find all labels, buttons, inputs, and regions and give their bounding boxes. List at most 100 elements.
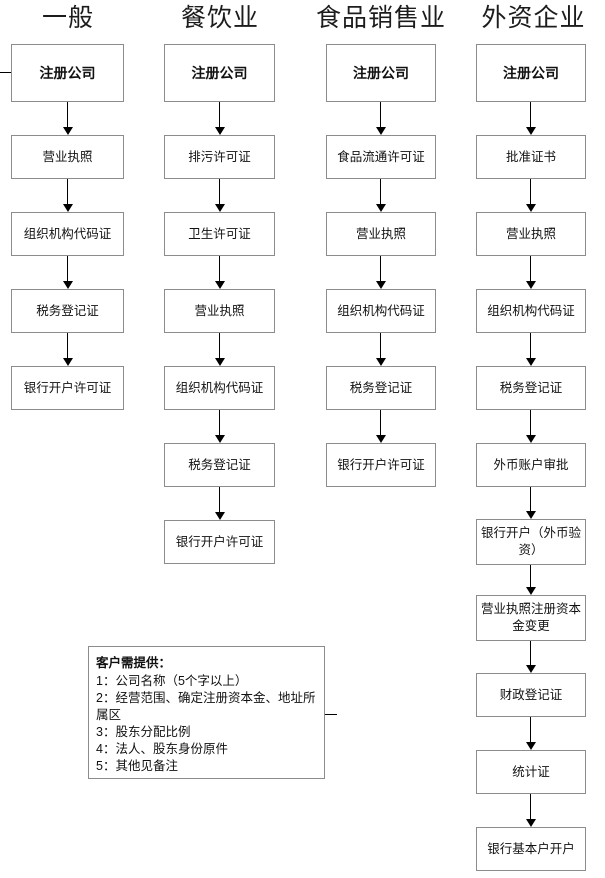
connector-c3-3: [380, 256, 381, 281]
arrowhead-c4-9: [526, 742, 536, 750]
node-c2-s7[interactable]: 银行开户许可证: [164, 520, 275, 564]
arrowhead-c2-3: [215, 281, 225, 289]
arrowhead-c2-4: [215, 358, 225, 366]
node-c4-s1[interactable]: 注册公司: [476, 44, 586, 102]
arrowhead-c4-7: [526, 587, 536, 595]
arrowhead-c2-2: [215, 204, 225, 212]
node-label: 卫生许可证: [188, 226, 251, 241]
connector-c4-10: [530, 794, 531, 819]
node-label: 注册公司: [39, 64, 96, 81]
node-label: 组织机构代码证: [487, 303, 575, 318]
node-c4-s8[interactable]: 营业执照注册资本金变更: [476, 595, 586, 641]
arrowhead-c4-1: [526, 127, 536, 135]
node-label: 注册公司: [503, 64, 559, 81]
node-c4-s2[interactable]: 批准证书: [476, 135, 586, 179]
connector-c3-2: [380, 179, 381, 204]
connector-c1-4: [67, 333, 68, 358]
connector-c4-1: [530, 102, 531, 127]
node-c2-s2[interactable]: 排污许可证: [164, 135, 275, 179]
node-label: 外币账户审批: [493, 457, 569, 472]
node-label: 批准证书: [505, 149, 556, 164]
node-label: 银行开户（外币验资）: [480, 526, 581, 557]
arrowhead-c4-3: [526, 281, 536, 289]
connector-c3-4: [380, 333, 381, 358]
node-c3-s1[interactable]: 注册公司: [326, 44, 436, 102]
connector-c2-5: [219, 410, 220, 435]
arrowhead-c1-2: [63, 204, 73, 212]
arrowhead-c4-6: [526, 511, 536, 519]
node-label: 税务登记证: [499, 380, 563, 395]
connector-c4-3: [530, 256, 531, 281]
connector-c4-5: [530, 410, 531, 435]
arrowhead-c1-1: [63, 127, 73, 135]
node-c1-s5[interactable]: 银行开户许可证: [11, 366, 124, 410]
arrowhead-c1-3: [63, 281, 73, 289]
column-header-food-sales: 食品销售业: [315, 5, 446, 32]
node-label: 排污许可证: [188, 149, 251, 164]
node-c2-s4[interactable]: 营业执照: [164, 289, 275, 333]
node-c2-s1[interactable]: 注册公司: [164, 44, 275, 102]
node-label: 组织机构代码证: [337, 303, 425, 318]
node-c3-s2[interactable]: 食品流通许可证: [326, 135, 436, 179]
node-c4-s4[interactable]: 组织机构代码证: [476, 289, 586, 333]
arrowhead-c3-5: [376, 435, 386, 443]
node-label: 税务登记证: [349, 380, 413, 395]
connector-c1-2: [67, 179, 68, 204]
node-label: 财政登记证: [499, 687, 563, 702]
connector-c2-1: [219, 102, 220, 127]
arrowhead-c3-1: [376, 127, 386, 135]
arrowhead-c4-5: [526, 435, 536, 443]
node-c4-s7[interactable]: 银行开户（外币验资）: [476, 519, 586, 565]
node-label: 食品流通许可证: [337, 149, 425, 164]
node-label: 营业执照: [505, 226, 556, 241]
node-label: 注册公司: [191, 64, 248, 81]
connector-c2-2: [219, 179, 220, 204]
node-c2-s3[interactable]: 卫生许可证: [164, 212, 275, 256]
arrowhead-c3-3: [376, 281, 386, 289]
node-label: 银行开户许可证: [175, 534, 264, 549]
node-c1-s1[interactable]: 注册公司: [11, 44, 124, 102]
node-label: 营业执照: [355, 226, 406, 241]
node-label: 组织机构代码证: [175, 380, 264, 395]
node-c2-s5[interactable]: 组织机构代码证: [164, 366, 275, 410]
node-label: 营业执照: [194, 303, 245, 318]
node-c4-s3[interactable]: 营业执照: [476, 212, 586, 256]
arrowhead-c4-4: [526, 358, 536, 366]
arrowhead-c2-6: [215, 512, 225, 520]
node-c3-s3[interactable]: 营业执照: [326, 212, 436, 256]
column-header-general: 一般: [41, 5, 94, 32]
node-c4-s5[interactable]: 税务登记证: [476, 366, 586, 410]
node-label: 银行开户许可证: [23, 380, 112, 395]
node-label: 统计证: [512, 764, 550, 779]
node-label: 税务登记证: [36, 303, 99, 318]
arrowhead-c3-2: [376, 204, 386, 212]
note-line-1: 1：公司名称（5个字以上）: [96, 674, 248, 688]
entry-stub-column-1: [0, 72, 12, 73]
node-c4-s9[interactable]: 财政登记证: [476, 673, 586, 717]
connector-c2-3: [219, 256, 220, 281]
arrowhead-c2-5: [215, 435, 225, 443]
node-c4-s6[interactable]: 外币账户审批: [476, 443, 586, 487]
node-c3-s5[interactable]: 税务登记证: [326, 366, 436, 410]
column-header-catering: 餐饮业: [180, 5, 259, 32]
arrowhead-c4-2: [526, 204, 536, 212]
connector-c1-3: [67, 256, 68, 281]
node-c1-s3[interactable]: 组织机构代码证: [11, 212, 124, 256]
arrowhead-c4-8: [526, 665, 536, 673]
customer-requirements-note: 客户需提供： 1：公司名称（5个字以上） 2：经营范围、确定注册资本金、地址所属…: [88, 646, 325, 779]
connector-c3-5: [380, 410, 381, 435]
node-c4-s10[interactable]: 统计证: [476, 750, 586, 794]
node-c2-s6[interactable]: 税务登记证: [164, 443, 275, 487]
node-label: 税务登记证: [188, 457, 251, 472]
note-title: 客户需提供：: [96, 656, 172, 670]
note-line-5: 5：其他见备注: [96, 759, 178, 773]
node-c1-s2[interactable]: 营业执照: [11, 135, 124, 179]
node-c3-s4[interactable]: 组织机构代码证: [326, 289, 436, 333]
node-c3-s6[interactable]: 银行开户许可证: [326, 443, 436, 487]
connector-c1-1: [67, 102, 68, 127]
node-c4-s11[interactable]: 银行基本户开户: [476, 827, 586, 871]
node-label: 银行开户许可证: [337, 457, 425, 472]
node-c1-s4[interactable]: 税务登记证: [11, 289, 124, 333]
arrowhead-c2-1: [215, 127, 225, 135]
note-right-stub: [325, 714, 337, 715]
